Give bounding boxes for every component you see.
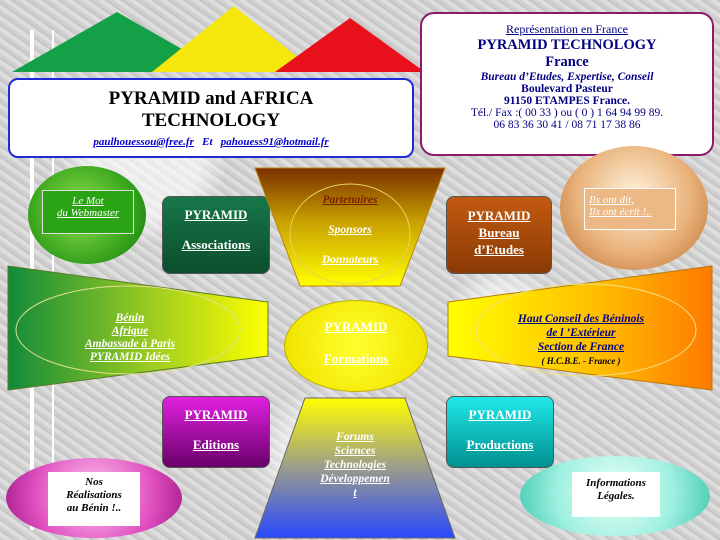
office-street: Boulevard Pasteur <box>521 83 613 95</box>
site-title-box: PYRAMID and AFRICA TECHNOLOGY paulhouess… <box>8 78 414 158</box>
email-link-1[interactable]: paulhouessou@free.fr <box>93 136 194 148</box>
formations-line2: Formations <box>323 351 389 366</box>
benin-afrique-label: Bénin Afrique Ambassade à Paris PYRAMID … <box>60 312 200 364</box>
forums-line1: Forums <box>336 431 374 443</box>
associations-line1: PYRAMID <box>184 207 248 222</box>
productions-button[interactable]: PYRAMID Productions <box>446 396 554 468</box>
hcbe-line4: ( H.C.B.E. - France ) <box>541 356 621 366</box>
office-services: Bureau d’Etudes, Expertise, Conseil <box>480 71 654 83</box>
benin-afrique-wing[interactable] <box>6 264 270 392</box>
productions-line2: Productions <box>466 437 534 452</box>
email-separator: Et <box>202 136 213 148</box>
editions-line1: PYRAMID <box>184 407 248 422</box>
hcbe-line1: Haut Conseil des Béninois <box>517 313 645 325</box>
bureau-line1: PYRAMID <box>467 208 531 223</box>
forums-line2: Sciences <box>334 445 376 457</box>
associations-button[interactable]: PYRAMID Associations <box>162 196 270 274</box>
productions-line1: PYRAMID <box>468 407 532 422</box>
hcbe-line2: de l ’Extérieur <box>546 327 616 339</box>
afrique-link[interactable]: Afrique <box>111 325 149 337</box>
france-office-box: Représentation en France PYRAMID TECHNOL… <box>420 12 714 156</box>
forums-line4: Développemen <box>320 473 390 485</box>
testimonials-label-box[interactable]: Ils ont dit, Ils ont écrit !.. <box>584 188 676 230</box>
triangle-red <box>275 18 425 72</box>
editions-button[interactable]: PYRAMID Editions <box>162 396 270 468</box>
legal-info-line2: Légales. <box>597 490 635 502</box>
webmaster-label-box[interactable]: Le Mot du Webmaster <box>42 190 134 234</box>
legal-info-label-box[interactable]: Informations Légales. <box>572 472 660 517</box>
bureau-etudes-button[interactable]: PYRAMID Bureau d’Etudes <box>446 196 552 274</box>
forums-label[interactable]: Forums Sciences Technologies Développeme… <box>300 430 410 500</box>
office-mobile: 06 83 36 30 41 / 08 71 17 38 86 <box>493 119 641 131</box>
realisations-line2: Réalisations <box>66 489 122 501</box>
realisations-label-box[interactable]: Nos Réalisations au Bénin !.. <box>48 472 140 526</box>
testimonials-ellipse[interactable]: Ils ont dit, Ils ont écrit !.. <box>560 146 708 270</box>
associations-line2: Associations <box>181 237 251 252</box>
formations-line1: PYRAMID <box>324 319 388 334</box>
webmaster-line1: Le Mot <box>72 195 104 207</box>
office-city: 91150 ETAMPES France. <box>504 95 630 107</box>
ambassade-link[interactable]: Ambassade à Paris <box>84 338 176 350</box>
contact-emails: paulhouessou@free.fr Et pahouess91@hotma… <box>10 136 412 148</box>
office-subtitle[interactable]: Représentation en France <box>506 22 628 36</box>
hcbe-line3: Section de France <box>537 341 625 353</box>
testimonials-line1: Ils ont dit, <box>589 194 634 206</box>
hcbe-wing[interactable] <box>446 264 714 392</box>
formations-ellipse[interactable]: PYRAMID Formations <box>284 300 428 392</box>
site-title-line1: PYRAMID and AFRICA <box>108 88 314 109</box>
donors-link[interactable]: Donnateurs <box>321 254 379 266</box>
editions-line2: Editions <box>192 437 240 452</box>
partners-funnel[interactable] <box>250 164 450 290</box>
pyramid-idees-link[interactable]: PYRAMID Idées <box>89 351 171 363</box>
realisations-line3: au Bénin !.. <box>66 502 122 514</box>
realisations-line1: Nos <box>85 476 103 488</box>
forums-line5: t <box>353 487 357 499</box>
office-name: PYRAMID TECHNOLOGY <box>477 37 657 53</box>
testimonials-line2: Ils ont écrit !.. <box>589 206 652 218</box>
office-country: France <box>545 54 589 70</box>
forums-line3: Technologies <box>323 459 387 471</box>
bureau-line2: Bureau <box>478 225 520 240</box>
bureau-line3: d’Etudes <box>474 242 524 257</box>
email-link-2[interactable]: pahouess91@hotmail.fr <box>220 136 329 148</box>
partners-link[interactable]: Partenaires <box>322 194 378 206</box>
forums-funnel[interactable] <box>250 396 460 540</box>
sponsors-link[interactable]: Sponsors <box>328 224 372 236</box>
webmaster-line2: du Webmaster <box>56 207 120 219</box>
partners-links: Partenaires Sponsors Donnateurs <box>290 194 410 266</box>
legal-info-ellipse[interactable]: Informations Légales. <box>520 456 710 536</box>
office-phone: Tél./ Fax :( 00 33 ) ou ( 0 ) 1 64 94 99… <box>470 107 664 119</box>
site-title-line2: TECHNOLOGY <box>141 110 281 131</box>
hcbe-label[interactable]: Haut Conseil des Béninois de l ’Extérieu… <box>496 312 666 368</box>
webmaster-ellipse[interactable]: Le Mot du Webmaster <box>28 166 146 264</box>
realisations-ellipse[interactable]: Nos Réalisations au Bénin !.. <box>6 458 182 538</box>
benin-link[interactable]: Bénin <box>115 312 145 324</box>
legal-info-line1: Informations <box>586 477 646 489</box>
